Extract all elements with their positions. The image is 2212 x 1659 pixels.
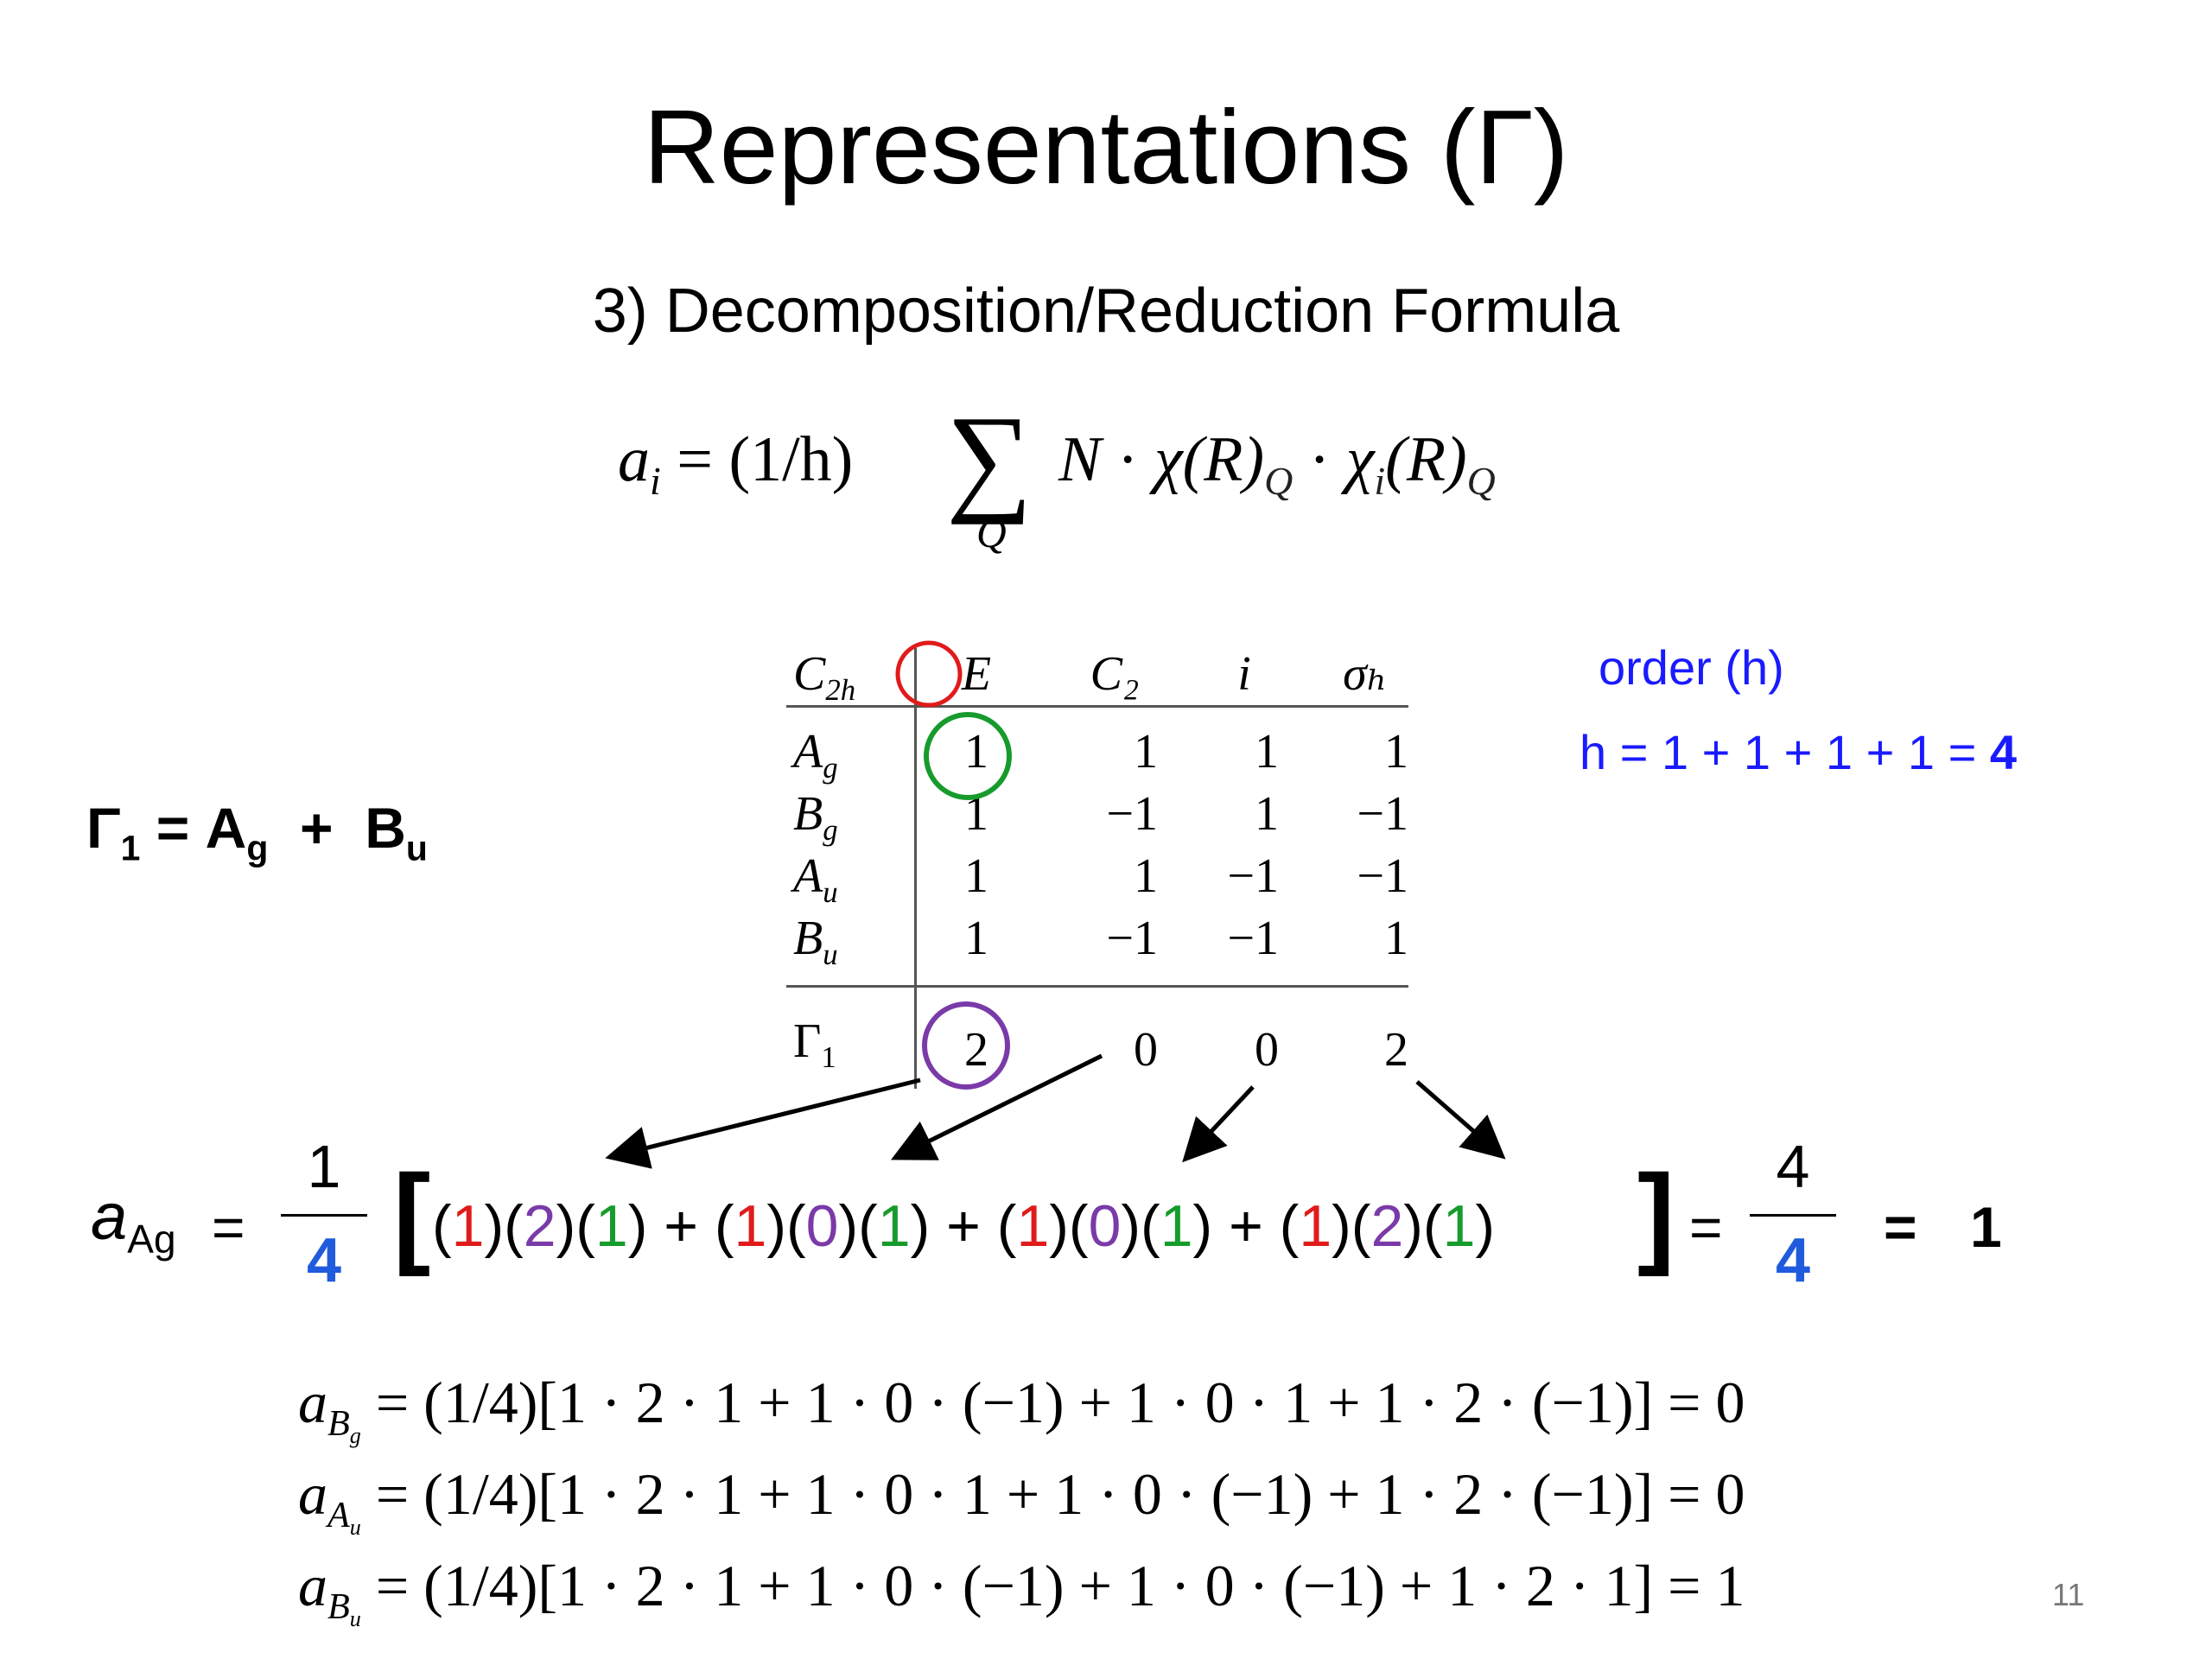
gamma-rule — [786, 985, 1408, 988]
bracket-open: [ — [393, 1151, 431, 1277]
equals-sign: = — [212, 1195, 245, 1259]
irrep-label-Au: Au — [793, 849, 838, 910]
char-cell: 1 — [964, 725, 988, 779]
header-rule — [786, 705, 1408, 708]
char-cell: −1 — [1227, 849, 1279, 903]
bracket-close: ] — [1637, 1151, 1675, 1277]
gamma-char-i: 0 — [1255, 1023, 1279, 1077]
result-line-Bg: aBg = (1/4)[1 · 2 · 1 + 1 · 0 · (−1) + 1… — [298, 1370, 1745, 1448]
char-cell: −1 — [1106, 912, 1158, 965]
gamma-char-sigma-h: 2 — [1384, 1023, 1408, 1077]
header-i: i — [1237, 647, 1251, 701]
formula-lhs: ai = (1/h) — [618, 424, 854, 504]
term: (1)(2)(1) — [1279, 1193, 1496, 1259]
gamma-decomposition: Γ1 = Ag + Bu — [86, 796, 428, 868]
gamma-char-C2: 0 — [1134, 1023, 1158, 1077]
char-cell: −1 — [1357, 787, 1408, 841]
reduction-formula: ai = (1/h) ∑ Q N · χ(R)Q · χi(R)Q — [596, 391, 1719, 596]
order-label: order (h) — [1599, 640, 1784, 695]
fraction2-denominator: 4 — [1775, 1226, 1811, 1295]
char-cell: 1 — [964, 787, 988, 841]
vertical-rule — [914, 648, 917, 1089]
gamma-row-label: Γ1 — [793, 1014, 836, 1075]
header-C2: C₂ — [1090, 647, 1140, 701]
irrep-label-Bg: Bg — [793, 787, 838, 848]
point-group-label: C2h — [793, 647, 856, 708]
result-line-Bu: aBu = (1/4)[1 · 2 · 1 + 1 · 0 · (−1) + 1… — [298, 1553, 1745, 1631]
product-sum: (1)(2)(1) + (1)(0)(1) + (1)(0)(1) + (1)(… — [432, 1193, 1496, 1259]
char-cell: −1 — [1227, 912, 1279, 965]
char-cell: 1 — [1384, 725, 1408, 779]
fraction2-numerator: 4 — [1776, 1133, 1810, 1200]
char-cell: 1 — [964, 849, 988, 903]
character-table: C2h E C₂ i σₕ Ag 1 1 1 1 Bg 1 −1 1 −1 Au… — [786, 631, 1443, 1115]
worked-example-Ag: aAg = 1 4 [ (1)(2)(1) + (1)(0)(1) + (1)(… — [86, 1123, 2074, 1331]
other-results: aBg = (1/4)[1 · 2 · 1 + 1 · 0 · (−1) + 1… — [298, 1357, 1745, 1631]
formula-rhs: N · χ(R)Q · χi(R)Q — [1058, 424, 1496, 504]
term: (1)(2)(1) — [432, 1193, 648, 1259]
char-cell: 1 — [964, 912, 988, 965]
slide-subtitle: 3) Decomposition/Reduction Formula — [592, 276, 1620, 346]
order-value: 4 — [1989, 725, 2017, 779]
result-line-Au: aAu = (1/4)[1 · 2 · 1 + 1 · 0 · 1 + 1 · … — [298, 1461, 1745, 1540]
gamma-char-E: 2 — [964, 1023, 988, 1077]
worked-result: 1 — [1970, 1195, 2002, 1259]
page-number: 11 — [2052, 1577, 2085, 1612]
slide-title: Representations (Γ) — [643, 88, 1569, 206]
fraction2-bar — [1750, 1214, 1836, 1217]
fraction1-bar — [281, 1214, 367, 1217]
fraction1-denominator: 4 — [306, 1226, 342, 1295]
summation-symbol: ∑ — [946, 391, 1033, 525]
term: (1)(0)(1) — [996, 1193, 1213, 1259]
char-cell: 1 — [1255, 787, 1279, 841]
char-cell: 1 — [1134, 849, 1158, 903]
irrep-label-Ag: Ag — [793, 725, 838, 785]
char-cell: 1 — [1255, 725, 1279, 779]
char-cell: −1 — [1357, 849, 1408, 903]
summation-index: Q — [976, 511, 1007, 556]
header-E: E — [961, 647, 992, 701]
equals-sign: = — [1884, 1195, 1917, 1259]
equals-sign: = — [1689, 1195, 1723, 1259]
fraction1-numerator: 1 — [307, 1133, 341, 1200]
char-cell: −1 — [1106, 787, 1158, 841]
char-cell: 1 — [1384, 912, 1408, 965]
irrep-label-Bu: Bu — [793, 912, 838, 972]
order-equation: h = 1 + 1 + 1 + 1 = 4 — [1580, 725, 2017, 779]
char-cell: 1 — [1134, 725, 1158, 779]
worked-lhs: aAg — [91, 1180, 176, 1262]
header-sigma-h: σₕ — [1343, 647, 1388, 701]
term: (1)(0)(1) — [714, 1193, 931, 1259]
